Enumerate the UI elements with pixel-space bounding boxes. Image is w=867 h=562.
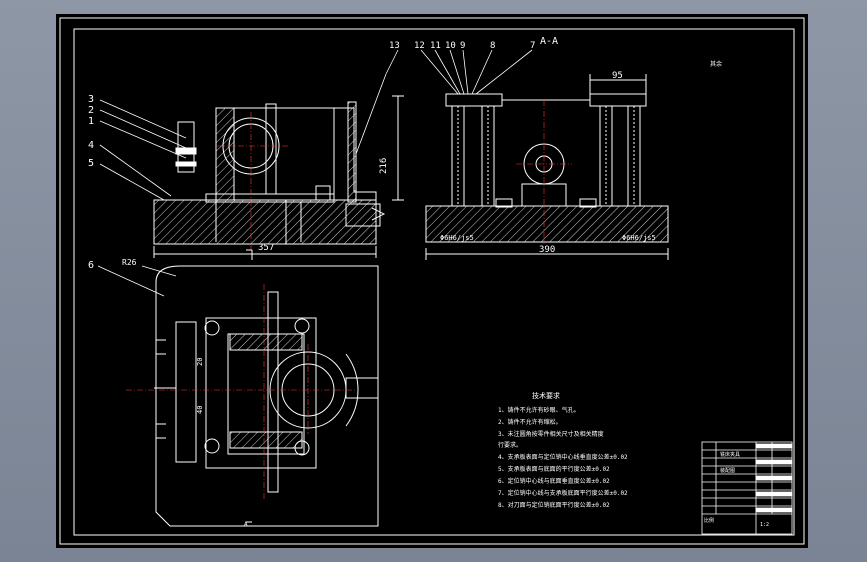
title-block-text: 铣床夹具 装配图 比例 1:2	[704, 451, 769, 528]
tech-requirements-title: 技术要求	[532, 391, 560, 400]
roughness-note: 其余	[710, 60, 722, 68]
title-block-drawing: 装配图	[720, 467, 735, 474]
top-view	[154, 249, 379, 527]
callout-10: 10	[445, 41, 456, 51]
callout-7: 7	[530, 41, 535, 51]
front-view	[153, 95, 404, 258]
tech-item: 6、定位销中心线与底面垂直度公差±0.02	[498, 477, 610, 485]
tech-item: 7、定位销中心线与支承板底面平行度公差±0.02	[498, 489, 628, 497]
outer-border	[59, 17, 805, 545]
section-title: A-A	[540, 36, 558, 47]
dim-216: 216	[379, 158, 389, 174]
callout-4: 4	[88, 140, 94, 151]
fit-left: Φ6H6/js5	[440, 234, 474, 242]
front-leaders	[99, 49, 399, 201]
callout-2: 2	[88, 105, 94, 116]
title-block	[701, 441, 793, 535]
section-view	[425, 74, 669, 260]
dim-95: 95	[612, 71, 623, 81]
drawing-canvas: A-A 12 11 10 9 8 7 13 3 2 1 4 5 6 357 21…	[59, 17, 805, 545]
section-leaders	[420, 49, 533, 95]
tech-item: 行要求。	[498, 441, 522, 449]
callout-1: 1	[88, 116, 94, 127]
callout-11: 11	[430, 41, 441, 51]
top-centerlines	[126, 284, 356, 500]
tech-item: 1、铸件不允许有砂眼、气孔。	[498, 406, 580, 414]
tech-item: 3、未注圆角按零件相关尺寸及相关精度	[498, 430, 604, 438]
drawing-sheet: A-A 12 11 10 9 8 7 13 3 2 1 4 5 6 357 21…	[56, 14, 808, 548]
dim-357: 357	[258, 243, 274, 253]
tech-requirements-list: 1、铸件不允许有砂眼、气孔。 2、铸件不允许有缩松。 3、未注圆角按零件相关尺寸…	[498, 406, 628, 509]
callout-6: 6	[88, 260, 94, 271]
top-callouts: 12 11 10 9 8 7 13	[389, 41, 535, 51]
dim-r26: R26	[122, 258, 137, 267]
callout-9: 9	[460, 41, 465, 51]
tech-item: 2、铸件不允许有缩松。	[498, 418, 562, 426]
top-leaders	[97, 265, 177, 297]
tech-item: 8、对刀面与定位销底面平行度公差±0.02	[498, 501, 610, 509]
title-block-scale: 1:2	[760, 522, 769, 528]
callout-12: 12	[414, 41, 425, 51]
section-centerlines	[516, 100, 572, 244]
callout-3: 3	[88, 94, 94, 105]
dim-40: 40	[196, 406, 204, 414]
title-block-name: 铣床夹具	[720, 451, 740, 458]
callout-13: 13	[389, 41, 400, 51]
callout-5: 5	[88, 158, 94, 169]
left-callouts: 3 2 1 4 5 6	[88, 94, 94, 271]
tech-item: 5、支承板表面与底面的平行度公差±0.02	[498, 465, 610, 473]
fit-right: Φ6H6/js5	[622, 234, 656, 242]
front-centerlines	[216, 112, 288, 250]
section-mark-a: A	[244, 521, 248, 528]
dim-20: 20	[196, 358, 204, 366]
dim-390: 390	[539, 245, 555, 255]
tech-item: 4、支承板表面与定位销中心线垂直度公差±0.02	[498, 453, 628, 461]
inner-border	[73, 28, 795, 536]
title-block-scale-label: 比例	[704, 517, 714, 524]
callout-8: 8	[490, 41, 495, 51]
